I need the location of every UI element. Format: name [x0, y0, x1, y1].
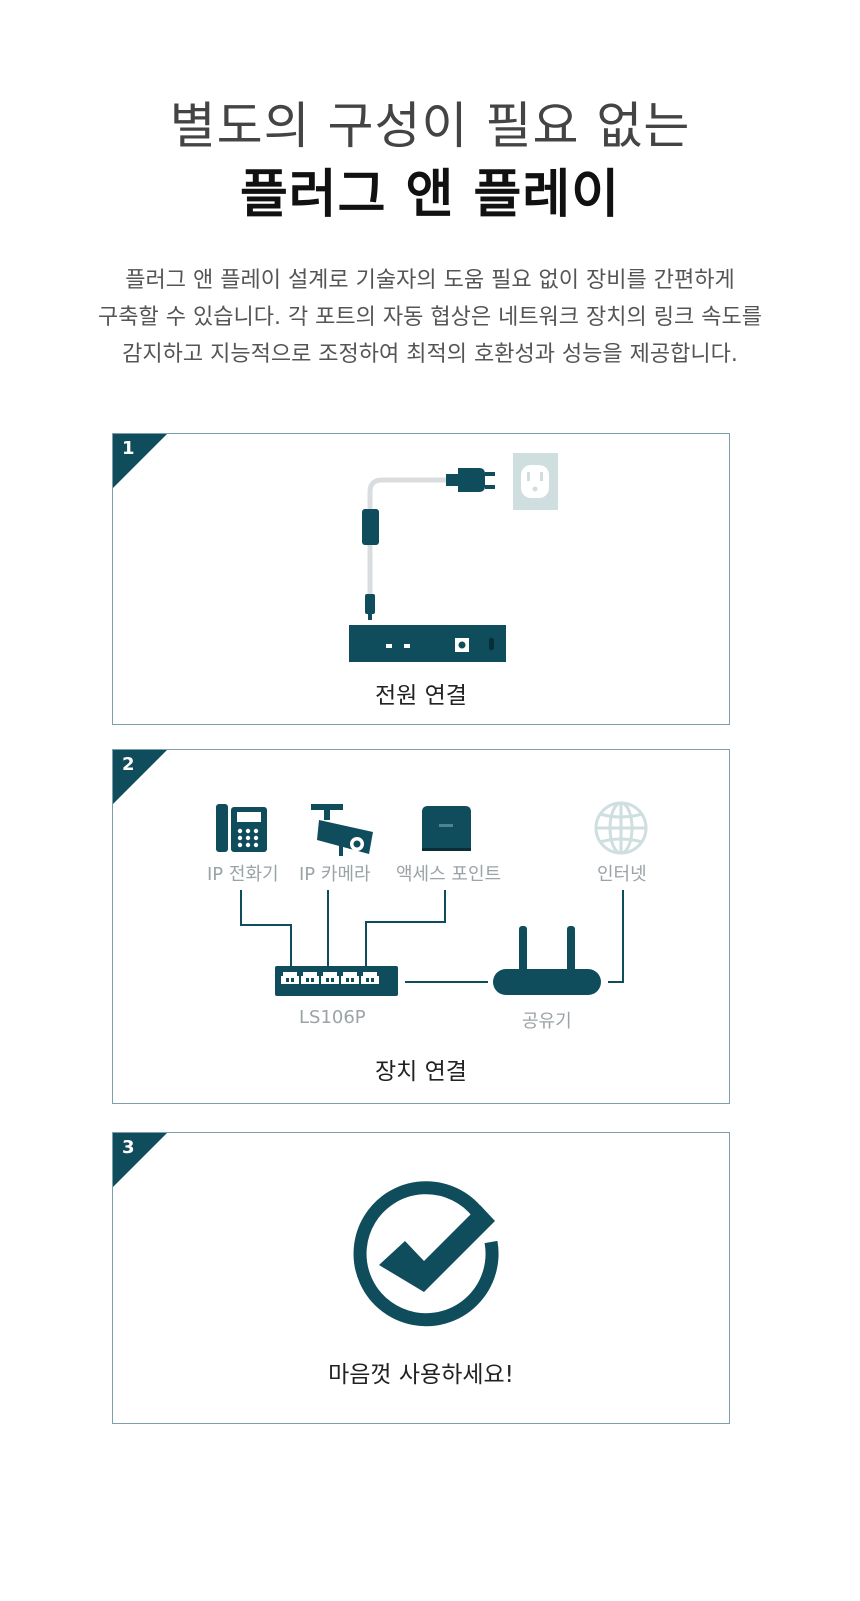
label-internet: 인터넷	[597, 864, 647, 885]
description-line-1: 플러그 앤 플레이 설계로 기술자의 도움 필요 없이 장비를 간편하게	[125, 268, 735, 293]
label-ip-camera: IP 카메라	[299, 864, 371, 885]
switch-icon	[275, 966, 398, 996]
switch-rear-icon	[349, 625, 506, 662]
step-badge	[113, 434, 167, 488]
step-1-card: 1 전원 연결	[112, 433, 730, 725]
device-connection-illustration	[216, 801, 648, 996]
step-badge	[113, 1133, 167, 1187]
description: 플러그 앤 플레이 설계로 기술자의 도움 필요 없이 장비를 간편하게 구축할…	[60, 262, 800, 373]
check-circle-icon	[353, 1181, 499, 1327]
step-2-card: 2	[112, 749, 730, 1104]
step-caption: 장치 연결	[375, 1059, 467, 1085]
description-line-3: 감지하고 지능적으로 조정하여 최적의 호환성과 성능을 제공합니다.	[122, 342, 738, 367]
globe-icon	[594, 801, 648, 855]
label-switch: LS106P	[299, 1007, 366, 1028]
outlet-icon	[513, 453, 558, 510]
router-icon	[493, 926, 601, 995]
description-line-2: 구축할 수 있습니다. 각 포트의 자동 협상은 네트워크 장치의 링크 속도를	[98, 305, 762, 330]
step-badge	[113, 750, 167, 804]
label-router: 공유기	[522, 1011, 572, 1032]
step-caption: 전원 연결	[375, 683, 467, 709]
ip-phone-icon	[216, 804, 267, 852]
step-3-card: 3 마음껏 사용하세요!	[112, 1132, 730, 1424]
heading-line-1: 별도의 구성이 필요 없는	[169, 97, 691, 155]
step-number: 2	[122, 754, 135, 775]
step-number: 1	[122, 438, 135, 459]
step-caption: 마음껏 사용하세요!	[328, 1362, 514, 1388]
ip-camera-icon	[311, 804, 373, 856]
label-ip-phone: IP 전화기	[207, 864, 279, 885]
label-access-point: 액세스 포인트	[396, 864, 502, 885]
power-connection-illustration	[349, 453, 558, 662]
access-point-icon	[422, 806, 471, 851]
step-number: 3	[122, 1137, 135, 1158]
heading-line-2: 플러그 앤 플레이	[239, 165, 621, 225]
